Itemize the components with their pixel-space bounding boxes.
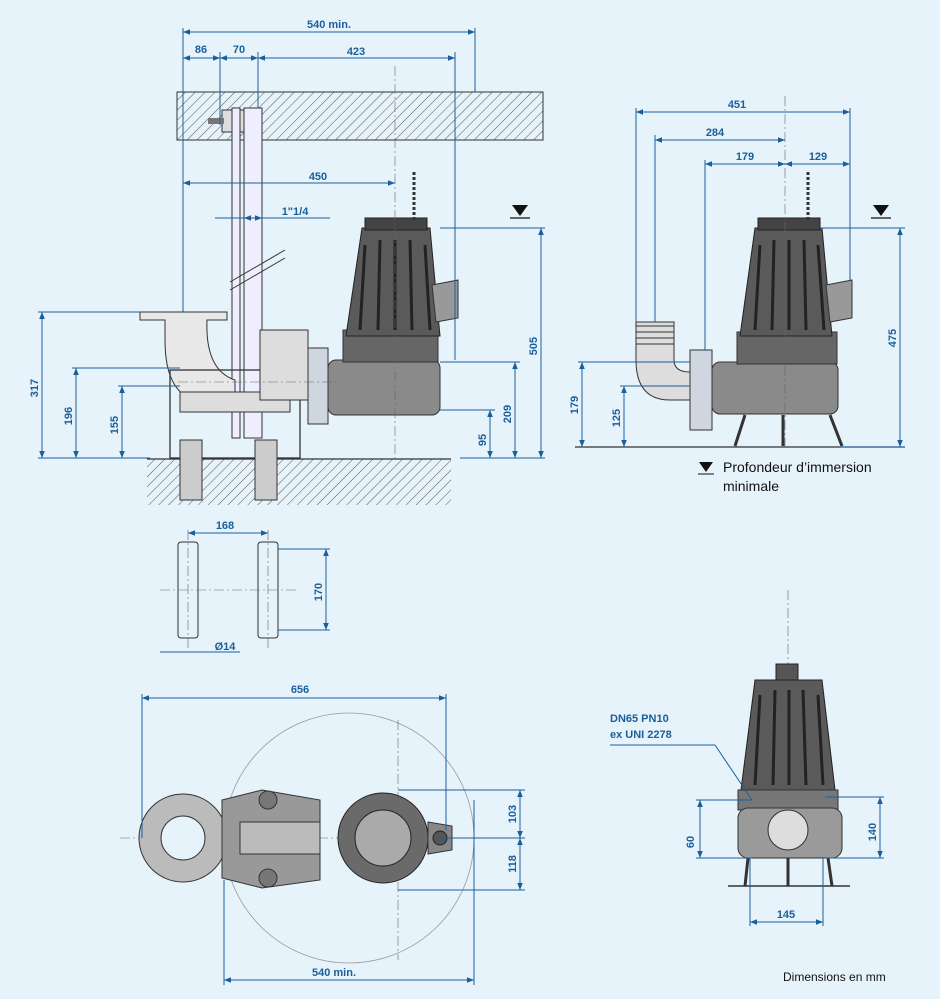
dim-284: 284 [706, 127, 725, 139]
discharge-flange [307, 347, 329, 425]
pump-motor [739, 227, 833, 337]
dim-540-min-bottom: 540 min. [312, 967, 356, 979]
anchor-bolt [179, 439, 203, 501]
dim-70: 70 [233, 44, 245, 56]
dim-170: 170 [313, 583, 325, 601]
guide-pipe [243, 107, 263, 439]
discharge-elbow [139, 311, 236, 401]
foot-hole-pattern: 168 170 Ø14 [160, 520, 330, 653]
duckfoot-base [169, 369, 301, 459]
front-view: DN65 PN10 ex UNI 2278 60 140 145 [610, 590, 884, 926]
dim-656: 656 [291, 684, 309, 696]
plan-view: 656 103 118 540 min. [120, 684, 525, 985]
units-note: Dimensions en mm [783, 970, 886, 984]
dim-129: 129 [809, 151, 827, 163]
pump-volute [711, 361, 839, 415]
pump-stand [743, 857, 834, 887]
dim-475: 475 [887, 329, 899, 347]
dim-140: 140 [867, 823, 879, 841]
dim-hole-diameter: Ø14 [215, 641, 237, 653]
dim-209: 209 [502, 405, 514, 423]
free-standing-view: 451 284 179 129 475 179 125 [569, 96, 905, 475]
discharge-outlet [767, 809, 809, 851]
dim-60: 60 [685, 836, 697, 848]
dim-95: 95 [477, 434, 489, 446]
dim-179-h: 179 [736, 151, 754, 163]
dim-423: 423 [347, 46, 365, 58]
pump-volute [327, 359, 441, 416]
dim-86: 86 [195, 44, 207, 56]
dim-103: 103 [507, 805, 519, 823]
side-view: 540 min. 86 70 423 450 1"1/4 317 196 155… [29, 19, 545, 505]
pump-stand [733, 414, 844, 447]
anchor-bolt [254, 439, 278, 501]
flange-spec-line1: DN65 PN10 [610, 713, 669, 725]
dim-317: 317 [29, 379, 41, 397]
discharge-flange [689, 349, 713, 431]
dim-125: 125 [611, 409, 623, 427]
dim-179-v: 179 [569, 396, 581, 414]
dim-540-min-top: 540 min. [307, 19, 351, 31]
water-level-icon [873, 205, 889, 216]
dim-505: 505 [528, 337, 540, 355]
discharge-bend [635, 321, 691, 401]
dim-155: 155 [109, 416, 121, 434]
legend-immersion-depth: Profondeur d’immersion minimale [723, 459, 872, 494]
water-level-icon [699, 462, 713, 472]
dim-145: 145 [777, 909, 795, 921]
dim-450: 450 [309, 171, 327, 183]
dim-168: 168 [216, 520, 234, 532]
dim-451: 451 [728, 99, 746, 111]
water-level-icon [512, 205, 528, 216]
dim-118: 118 [507, 855, 519, 873]
dim-pipe-size: 1"1/4 [282, 206, 310, 218]
flange-spec-line2: ex UNI 2278 [610, 729, 672, 741]
dim-196: 196 [63, 407, 75, 425]
